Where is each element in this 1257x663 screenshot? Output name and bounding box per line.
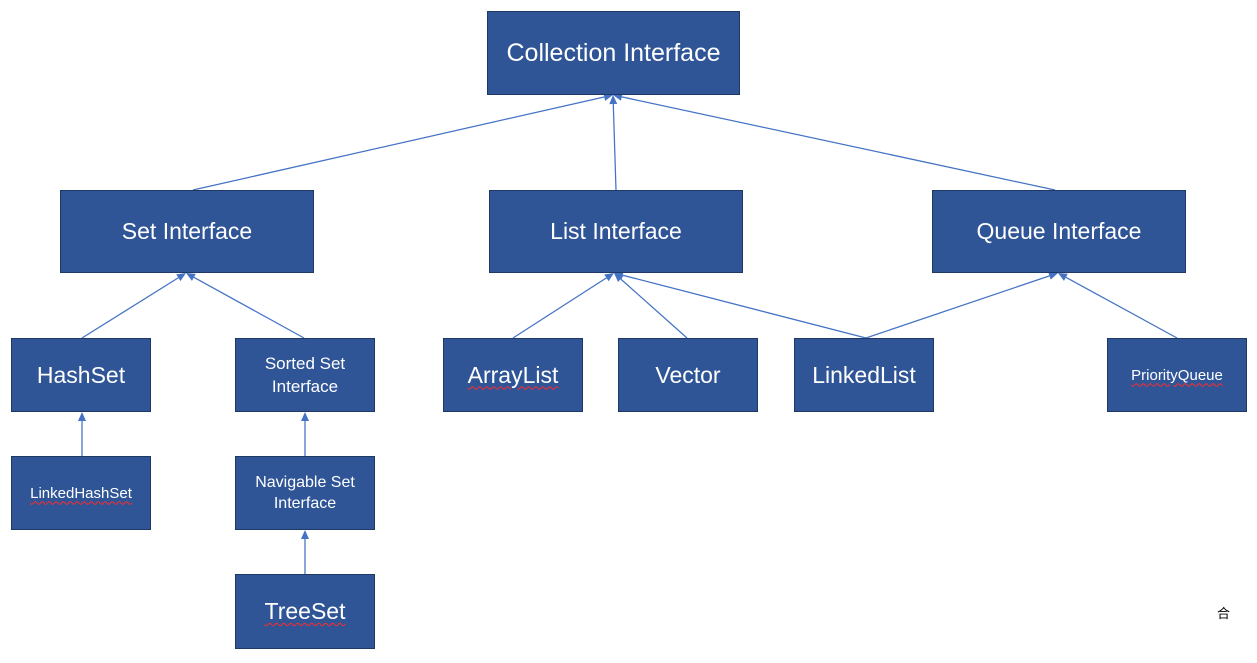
arrow-treeset-to-navigable-set bbox=[301, 530, 309, 574]
hashset-box: HashSet bbox=[11, 338, 151, 412]
queue-interface-box: Queue Interface bbox=[932, 190, 1186, 273]
arrow-list-to-collection bbox=[609, 95, 618, 191]
arrow-arraylist-to-list bbox=[512, 273, 614, 339]
sorted-set-interface-label: Sorted Set Interface bbox=[264, 354, 346, 396]
vector-label: Vector bbox=[655, 361, 721, 388]
queue-interface-label: Queue Interface bbox=[976, 218, 1142, 244]
collection-interface-label: Collection Interface bbox=[506, 38, 721, 67]
arrow-vector-to-list bbox=[614, 273, 688, 339]
treeset-box: TreeSet bbox=[235, 574, 375, 649]
arrow-navigable-set-to-sorted-set bbox=[301, 412, 309, 456]
hashset-label: HashSet bbox=[36, 361, 126, 388]
stray-glyph: 合 bbox=[1217, 607, 1231, 622]
arrow-sorted-set-to-set bbox=[186, 273, 305, 339]
vector-box: Vector bbox=[618, 338, 758, 412]
arrow-priorityqueue-to-queue bbox=[1058, 273, 1178, 339]
arrow-hashset-to-set bbox=[81, 273, 186, 339]
navigable-set-interface-label: Navigable Set Interface bbox=[255, 474, 355, 512]
arrow-linkedhashset-to-hashset bbox=[78, 412, 86, 456]
list-interface-label: List Interface bbox=[550, 218, 682, 244]
arrow-set-to-collection bbox=[192, 93, 613, 191]
linkedlist-label: LinkedList bbox=[812, 361, 916, 388]
linkedhashset-label: LinkedHashSet bbox=[30, 484, 132, 502]
arrow-linkedlist-to-list bbox=[614, 271, 867, 339]
arraylist-label: ArrayList bbox=[467, 361, 559, 388]
priorityqueue-label: PriorityQueue bbox=[1131, 366, 1223, 384]
sorted-set-interface-box: Sorted Set Interface bbox=[235, 338, 375, 412]
arrow-queue-to-collection bbox=[613, 92, 1056, 191]
set-interface-label: Set Interface bbox=[121, 218, 253, 244]
set-interface-box: Set Interface bbox=[60, 190, 314, 273]
priorityqueue-box: PriorityQueue bbox=[1107, 338, 1247, 412]
arrow-linkedlist-to-queue bbox=[865, 272, 1058, 339]
treeset-label: TreeSet bbox=[264, 598, 346, 624]
linkedlist-box: LinkedList bbox=[794, 338, 934, 412]
linkedhashset-box: LinkedHashSet bbox=[11, 456, 151, 530]
collection-interface-box: Collection Interface bbox=[487, 11, 740, 95]
arraylist-box: ArrayList bbox=[443, 338, 583, 412]
list-interface-box: List Interface bbox=[489, 190, 743, 273]
navigable-set-interface-box: Navigable Set Interface bbox=[235, 456, 375, 530]
